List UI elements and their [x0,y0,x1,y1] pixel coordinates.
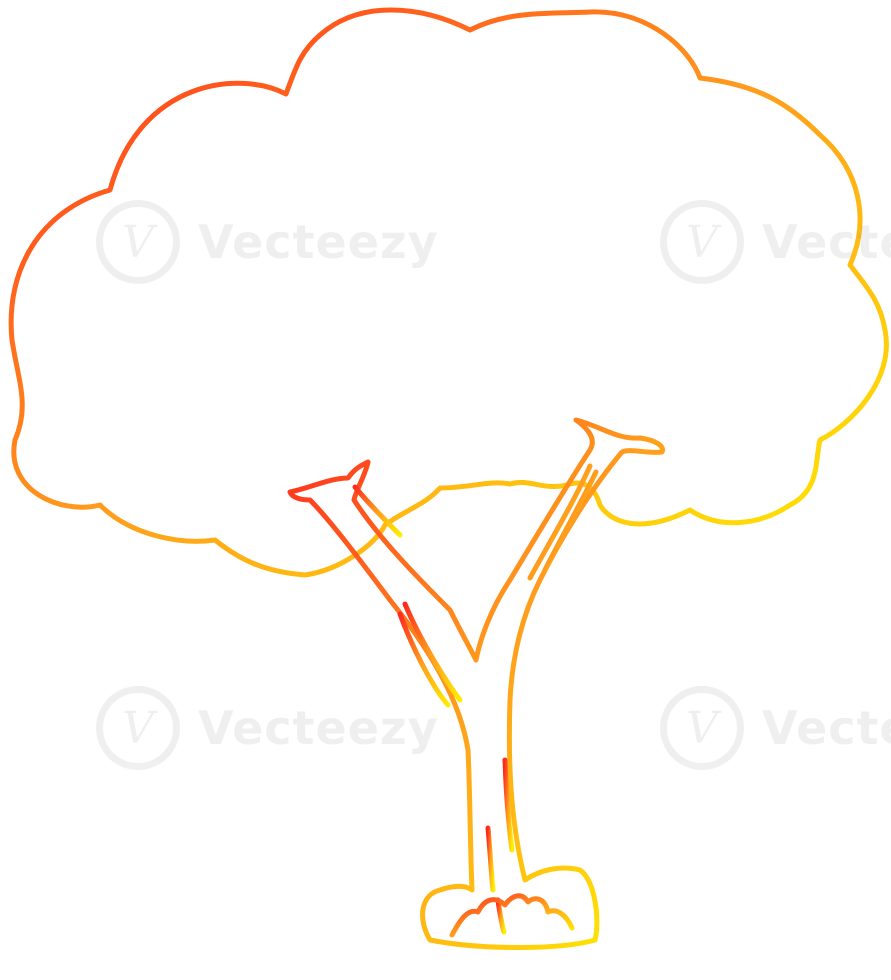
trunk-detail-line [402,601,463,703]
trunk-detail-line [485,825,496,893]
trunk-detail-line [495,897,507,935]
tree-icon [8,7,889,950]
trunk-detail-line [352,484,403,538]
trunk-detail-line [502,757,515,853]
trunk-detail-line [397,611,451,708]
grass-tuft [449,893,575,938]
tree-trunk [287,417,665,950]
tree-canopy [8,7,889,578]
trunk-detail-line [542,469,599,573]
trunk-detail-line [527,463,593,581]
